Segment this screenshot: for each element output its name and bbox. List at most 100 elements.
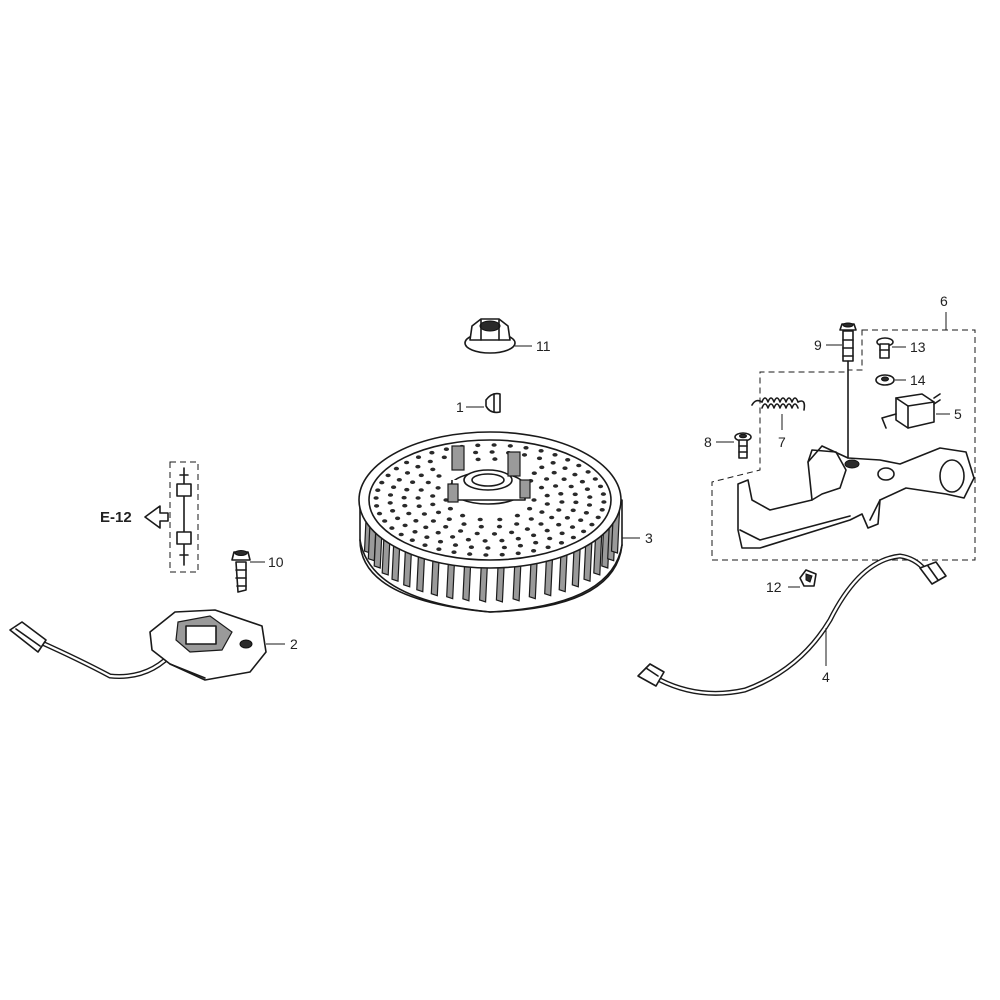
flywheel-hole [507,444,513,448]
flywheel-hole [436,547,442,551]
flywheel-hole [485,546,491,550]
flywheel-hole [395,516,401,521]
flywheel-hole [443,525,449,529]
flywheel-hole [558,492,564,496]
callout-6: 6 [940,293,948,309]
flywheel-hole [595,515,601,520]
flywheel-hole [473,450,479,455]
flywheel-hole [443,498,449,502]
flywheel-hole [461,522,467,526]
flywheel-hole [499,552,505,557]
flywheel-hole [544,528,550,533]
flywheel-hole [521,453,528,457]
flywheel-hole [451,550,457,554]
flywheel-hole [468,545,474,549]
flywheel-hole [391,485,397,490]
spring-7-part [751,397,806,411]
flywheel-hole [379,480,385,485]
flywheel-hole [396,478,402,482]
flywheel-hole [415,464,421,469]
flywheel-hole [550,461,556,465]
assembly-boundary-6 [711,329,976,561]
flywheel-hole [492,457,498,461]
flywheel-hole [413,519,419,523]
flywheel-hole [538,522,544,526]
flywheel-hole [497,517,503,522]
flywheel-hole [460,513,466,518]
flywheel-hole [374,504,380,508]
flywheel-hole [435,510,442,515]
flywheel-hole [398,532,404,537]
bolt-9-part [839,322,857,459]
screw-13-part [876,337,894,359]
bolt-10-part [231,550,251,593]
flywheel-hole [373,496,379,500]
flywheel-hole [544,477,550,481]
callout-11: 11 [536,338,551,354]
flywheel-hole [404,471,411,475]
flywheel-hole [382,519,388,523]
flywheel-hole [443,447,449,452]
flywheel-hole [528,517,534,521]
flywheel-hole [531,533,537,538]
flywheel-hole [477,517,483,522]
flywheel-hole [592,477,598,481]
flywheel-hole [482,539,488,543]
flywheel-hole [483,553,489,557]
flywheel-hole [538,485,545,490]
flywheel-hole [435,530,441,535]
flywheel-hole [553,484,559,488]
flywheel-hole [404,460,410,465]
flywheel-hole [501,545,507,550]
flywheel-hole [579,479,586,484]
callout-5: 5 [954,406,962,422]
flywheel-hole [491,532,498,536]
flywheel-hole [578,518,584,522]
flywheel-hole [536,456,543,461]
flywheel-hole [436,474,442,478]
flywheel-hole [415,455,422,460]
flywheel-hole [564,516,571,520]
flywheel-hole [430,467,436,472]
flywheel-hole [418,473,424,478]
callout-9: 9 [814,337,822,353]
flywheel-hole [539,465,545,470]
flywheel-hole [424,535,430,539]
flywheel-hole [514,513,521,518]
flywheel-hole [573,500,579,505]
flywheel-hole [539,510,545,514]
flywheel-hole [430,519,436,523]
flywheel-hole [390,509,396,513]
flywheel-hole [418,488,424,492]
flywheel-hole [427,459,433,464]
flywheel-hole [551,470,557,475]
flywheel-hole [478,524,484,529]
flywheel-hole [515,536,521,541]
flywheel-hole [415,496,421,500]
callout-13: 13 [910,339,926,355]
callout-3: 3 [645,530,653,546]
flywheel-hole [587,495,593,499]
flywheel-hole [514,522,520,526]
bolt-8-part [734,432,752,459]
flywheel-hole [475,443,481,448]
flywheel-hole [489,450,495,454]
flywheel-hole [410,480,416,485]
callout-14: 14 [910,372,926,388]
flywheel-hole [538,449,544,453]
flywheel-hole [475,457,481,462]
flywheel-hole [586,503,593,507]
flywheel-hole [527,506,533,511]
flywheel-hole [570,508,576,513]
flange-nut-part [464,318,516,354]
flywheel-hole [430,494,436,498]
reference-arrow-icon [144,505,169,529]
flywheel-hole [584,487,591,492]
callout-4: 4 [822,669,830,685]
flywheel-hole [562,466,568,471]
flywheel-hole [467,552,473,556]
flywheel-hole [547,536,553,541]
callout-8: 8 [704,434,712,450]
flywheel-hole [406,511,412,516]
